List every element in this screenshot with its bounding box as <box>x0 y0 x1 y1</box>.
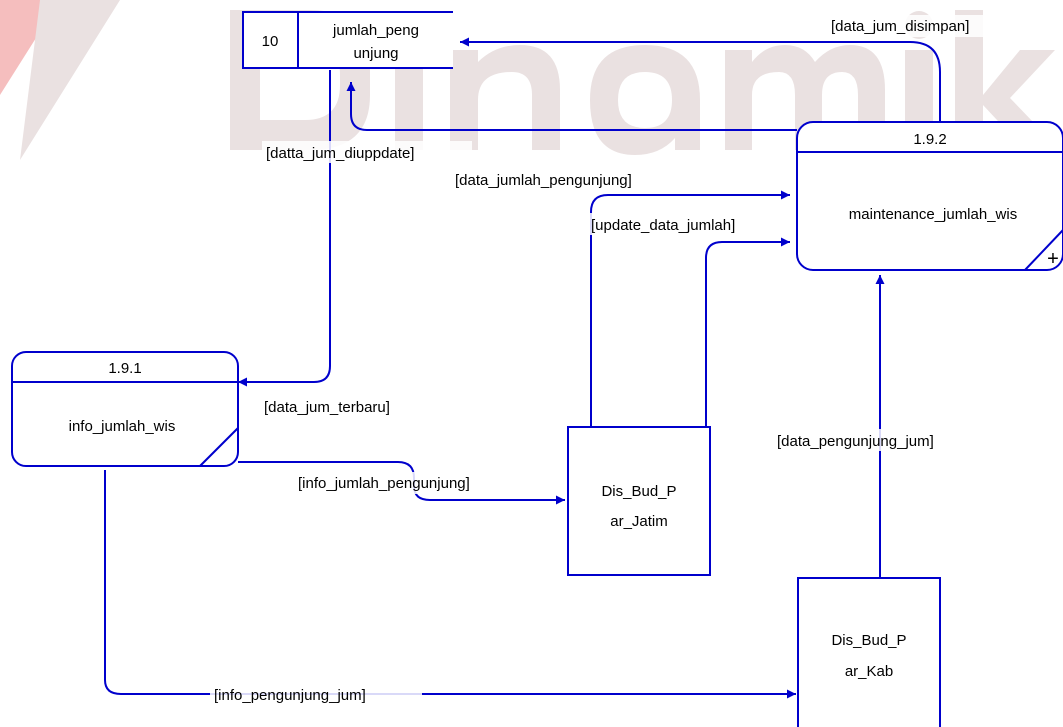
process-info-jumlah-wis[interactable]: 1.9.1 info_jumlah_wis <box>11 351 239 467</box>
entity-name-line1: Dis_Bud_P <box>831 632 906 649</box>
flow-labels: [data_jum_disimpan] [datta_jum_diuppdate… <box>210 15 1017 705</box>
flow-label-data-pengunjung-jum: [data_pengunjung_jum] <box>777 433 934 450</box>
data-store-name-line1: jumlah_peng <box>332 22 419 39</box>
entity-name-line2: ar_Jatim <box>610 513 668 530</box>
flow-update-data-jumlah[interactable] <box>705 237 790 427</box>
entity-dis-bud-par-kab[interactable]: Dis_Bud_P ar_Kab <box>797 577 941 727</box>
entity-name-line1: Dis_Bud_P <box>601 483 676 500</box>
entity-name-line2: ar_Kab <box>845 663 893 680</box>
decomposition-plus-icon: + <box>1047 248 1059 270</box>
flow-label-update-data-jumlah: [update_data_jumlah] <box>591 217 735 234</box>
process-id: 1.9.1 <box>108 360 141 377</box>
entity-dis-bud-par-jatim[interactable]: Dis_Bud_P ar_Jatim <box>567 426 711 576</box>
flow-label-data-jum-disimpan: [data_jum_disimpan] <box>831 18 969 35</box>
flow-data-jum-terbaru[interactable] <box>238 70 331 387</box>
flow-label-data-jumlah-pengunjung: [data_jumlah_pengunjung] <box>455 172 632 189</box>
flow-label-info-pengunjung-jum: [info_pengunjung_jum] <box>214 687 366 704</box>
flow-data-jum-disimpan[interactable] <box>460 37 941 122</box>
data-store-name-line2: unjung <box>353 45 398 62</box>
flow-datta-jum-diuppdate[interactable] <box>346 82 797 131</box>
data-store-id: 10 <box>262 33 279 50</box>
process-name: info_jumlah_wis <box>69 418 176 435</box>
process-maintenance-jumlah-wis[interactable]: 1.9.2 maintenance_jumlah_wis + <box>796 121 1063 271</box>
flow-label-info-jumlah-pengunjung: [info_jumlah_pengunjung] <box>298 475 470 492</box>
process-id: 1.9.2 <box>913 131 946 148</box>
process-name: maintenance_jumlah_wis <box>849 206 1017 223</box>
flow-data-jumlah-pengunjung[interactable] <box>590 190 790 427</box>
data-store-jumlah-pengunjung[interactable]: 10 jumlah_peng unjung <box>242 11 453 69</box>
flow-label-datta-jum-diuppdate: [datta_jum_diuppdate] <box>266 145 414 162</box>
flow-info-pengunjung-jum[interactable] <box>104 470 796 699</box>
flow-label-data-jum-terbaru: [data_jum_terbaru] <box>264 399 390 416</box>
